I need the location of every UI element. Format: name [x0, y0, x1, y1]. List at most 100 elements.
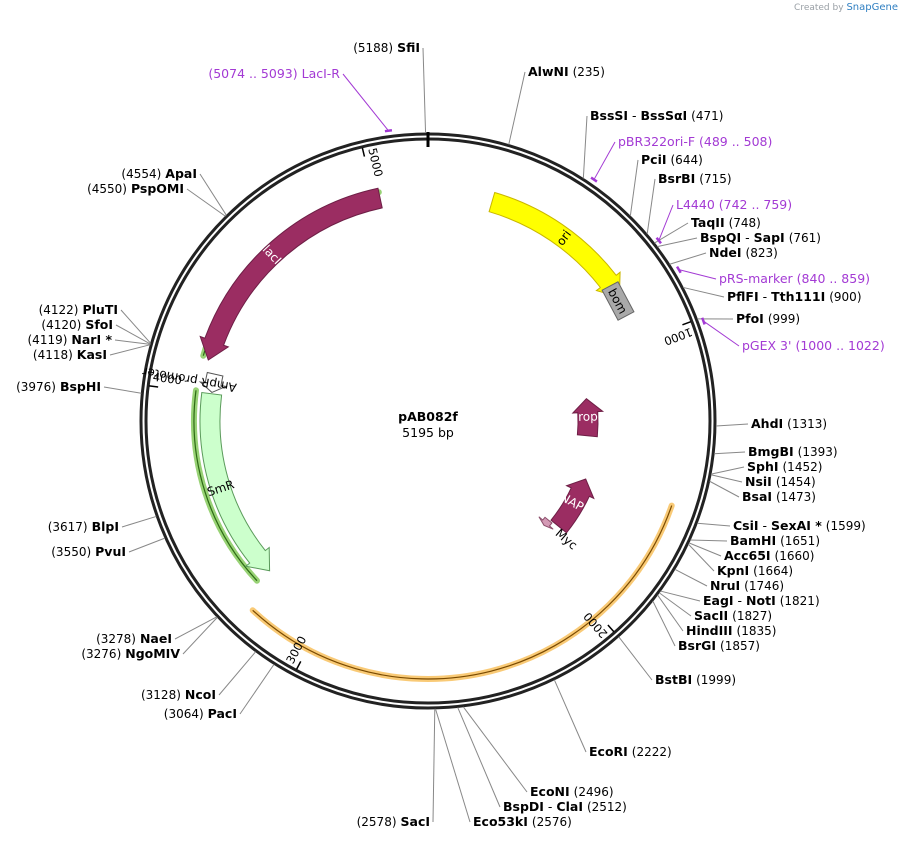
site-leader: [715, 423, 749, 427]
tick-mark: [607, 624, 615, 633]
site-leader: [103, 386, 142, 394]
feature-arrow-rop: [571, 398, 605, 438]
site-leader: [239, 664, 275, 715]
site-position: (3976): [16, 380, 56, 394]
site-label: (4554) ApaI: [121, 166, 197, 181]
site-name: Eco53kI: [473, 814, 528, 829]
primer-name: pBR322ori-F: [618, 134, 695, 149]
feature-arrow-smr: [199, 391, 271, 572]
site-leader: [618, 636, 653, 681]
site-name: BspHI: [60, 379, 101, 394]
site-position: (1393): [798, 445, 838, 459]
site-position: (2578): [357, 815, 397, 829]
site-leader: [657, 237, 698, 248]
site-leader: [553, 679, 587, 753]
primer-label: pBR322ori-F (489 .. 508): [618, 134, 772, 149]
site-leader: [121, 515, 157, 528]
site-label: HindIII (1835): [686, 623, 776, 638]
site-name: PluTI: [82, 302, 118, 317]
feature-box-bom: bom: [601, 281, 635, 321]
site-position: (1660): [775, 549, 815, 563]
site-position: (3128): [141, 688, 181, 702]
site-leader: [660, 590, 701, 602]
site-label: (4118) KasI: [33, 347, 107, 362]
site-name: NgoMIV: [125, 646, 180, 661]
site-position: (5188): [353, 41, 393, 55]
tick-label: 4000: [152, 370, 183, 388]
site-label: EcoRI (2222): [589, 744, 672, 759]
primer-name: L4440: [676, 197, 715, 212]
site-label: EcoNI (2496): [530, 784, 614, 799]
site-position: (3550): [51, 545, 91, 559]
feature-arrow-ori: [488, 191, 621, 298]
feature-label-ampr: AmpR promoter: [141, 364, 237, 394]
site-position: (1664): [753, 564, 793, 578]
site-name-2: SapI: [754, 230, 785, 245]
credit-brand: SnapGene: [846, 2, 898, 13]
site-label: (4119) NarI *: [28, 332, 113, 347]
site-leader: [714, 451, 746, 455]
site-label: NruI (1746): [710, 578, 784, 593]
site-position: (715): [699, 172, 731, 186]
site-label: SphI (1452): [747, 459, 822, 474]
site-leader: [687, 543, 715, 572]
site-label: AhdI (1313): [751, 416, 827, 431]
site-leader: [462, 706, 528, 793]
site-name: PciI: [641, 152, 667, 167]
site-leader: [709, 480, 740, 498]
site-position: (1454): [776, 475, 816, 489]
site-label: (3276) NgoMIV: [81, 646, 180, 661]
site-position: (3064): [164, 707, 204, 721]
site-leader: [114, 339, 151, 345]
feature-arrow-laci: [199, 187, 383, 361]
primer-leader: [703, 320, 740, 347]
site-label: BssSI - BssSαI (471): [590, 108, 723, 123]
site-name: Acc65I: [724, 548, 771, 563]
site-name: SfoI: [85, 317, 113, 332]
site-label: BstBI (1999): [655, 672, 736, 687]
site-name: KpnI: [717, 563, 749, 578]
site-position: (235): [573, 65, 605, 79]
site-label: (3128) NcoI: [141, 687, 216, 702]
site-leader: [128, 537, 166, 553]
site-label: (3550) PvuI: [51, 544, 126, 559]
site-name: BlpI: [92, 519, 119, 534]
site-label: BamHI (1651): [730, 533, 820, 548]
primer-mark: [701, 317, 706, 325]
primer-name: LacI-R: [302, 66, 341, 81]
site-leader: [710, 466, 745, 475]
site-position: (3278): [96, 632, 136, 646]
site-label: Eco53kI (2576): [473, 814, 572, 829]
site-name: CsiI: [733, 518, 759, 533]
plasmid-name: pAB082f: [398, 409, 458, 424]
site-position: (471): [691, 109, 723, 123]
site-leader: [710, 474, 743, 483]
site-name: PspOMI: [131, 181, 184, 196]
site-label: (3976) BspHI: [16, 379, 101, 394]
feature-label-rop: rop: [578, 409, 598, 423]
tick-mark: [361, 147, 366, 157]
site-position: (4118): [33, 348, 73, 362]
site-leader: [120, 309, 152, 344]
site-position: (1473): [776, 490, 816, 504]
site-label: BmgBI (1393): [748, 444, 838, 459]
site-name-2: ClaI: [556, 799, 583, 814]
site-label: BsaI (1473): [742, 489, 816, 504]
site-label: PfoI (999): [736, 311, 800, 326]
site-position: (1452): [783, 460, 823, 474]
site-name: BsrGI: [678, 638, 716, 653]
site-leader: [432, 708, 436, 823]
site-leader: [688, 542, 722, 557]
site-label: Acc65I (1660): [724, 548, 814, 563]
primer-mark: [384, 128, 393, 133]
site-name: NruI: [710, 578, 740, 593]
site-position: (2496): [574, 785, 614, 799]
site-leader: [457, 707, 501, 808]
primer-label: pRS-marker (840 .. 859): [719, 271, 870, 286]
site-name: EcoRI: [589, 744, 628, 759]
tick-label: 5000: [365, 146, 385, 178]
site-position: (999): [768, 312, 800, 326]
site-label: CsiI - SexAI * (1599): [733, 518, 866, 533]
